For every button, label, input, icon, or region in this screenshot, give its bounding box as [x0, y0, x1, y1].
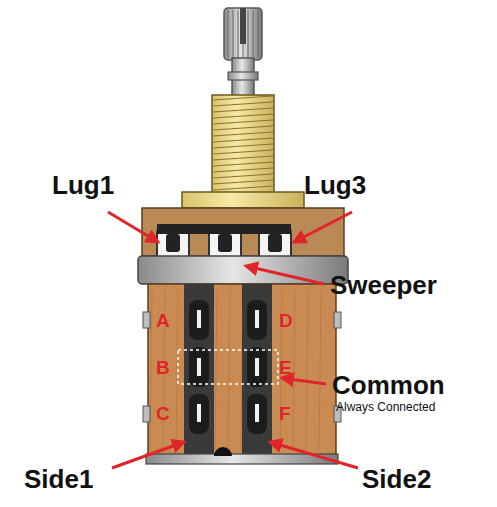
texture-stroke — [213, 120, 273, 124]
texture-stroke — [248, 10, 249, 58]
texture-stroke — [213, 186, 273, 190]
texture-stroke — [306, 290, 308, 450]
texture-stroke — [213, 150, 273, 154]
texture-stroke — [213, 102, 273, 106]
texture-stroke — [213, 114, 273, 118]
texture-stroke — [319, 290, 321, 450]
part-label: Sweeper — [330, 272, 437, 298]
leader-arrows — [108, 212, 358, 468]
texture-stroke — [213, 96, 273, 100]
terminal-letter: B — [156, 358, 170, 377]
texture-stroke — [213, 132, 273, 136]
texture-stroke — [233, 10, 234, 58]
texture-stroke — [228, 10, 229, 58]
texture-stroke — [213, 138, 273, 142]
texture-stroke — [293, 290, 295, 450]
texture-stroke — [258, 10, 259, 58]
texture-stroke — [213, 168, 273, 172]
sweeper-band — [138, 256, 348, 284]
texture-stroke — [228, 290, 230, 450]
texture-stroke — [213, 108, 273, 112]
texture-stroke — [213, 180, 273, 184]
threaded-bushing — [212, 95, 274, 195]
texture-stroke — [253, 10, 254, 58]
texture-stroke — [215, 290, 217, 450]
texture-stroke — [213, 162, 273, 166]
texture-stroke — [213, 126, 273, 130]
terminal-letter: A — [156, 311, 170, 330]
part-note: Always Connected — [336, 401, 435, 413]
texture-stroke — [213, 174, 273, 178]
texture-stroke — [238, 10, 239, 58]
part-label: Lug1 — [52, 172, 114, 198]
texture-stroke — [213, 144, 273, 148]
bottom-notch — [214, 447, 232, 456]
part-label: Common — [332, 372, 445, 398]
shaft-slot — [240, 8, 246, 44]
switch-body — [148, 284, 336, 456]
terminal-letter: C — [156, 404, 170, 423]
terminal-letter: E — [279, 358, 292, 377]
shaft-knurl — [224, 8, 262, 60]
common-outline — [178, 350, 278, 384]
terminal-letter: D — [279, 311, 293, 330]
texture-stroke — [213, 156, 273, 160]
part-label: Lug3 — [304, 172, 366, 198]
bushing-base — [182, 192, 304, 208]
terminal-strips — [184, 284, 272, 456]
part-label: Side2 — [362, 466, 431, 492]
bottom-bar — [146, 454, 338, 464]
terminal-letter: F — [279, 404, 291, 423]
shaft-ring — [228, 72, 258, 80]
part-label: Side1 — [24, 466, 93, 492]
